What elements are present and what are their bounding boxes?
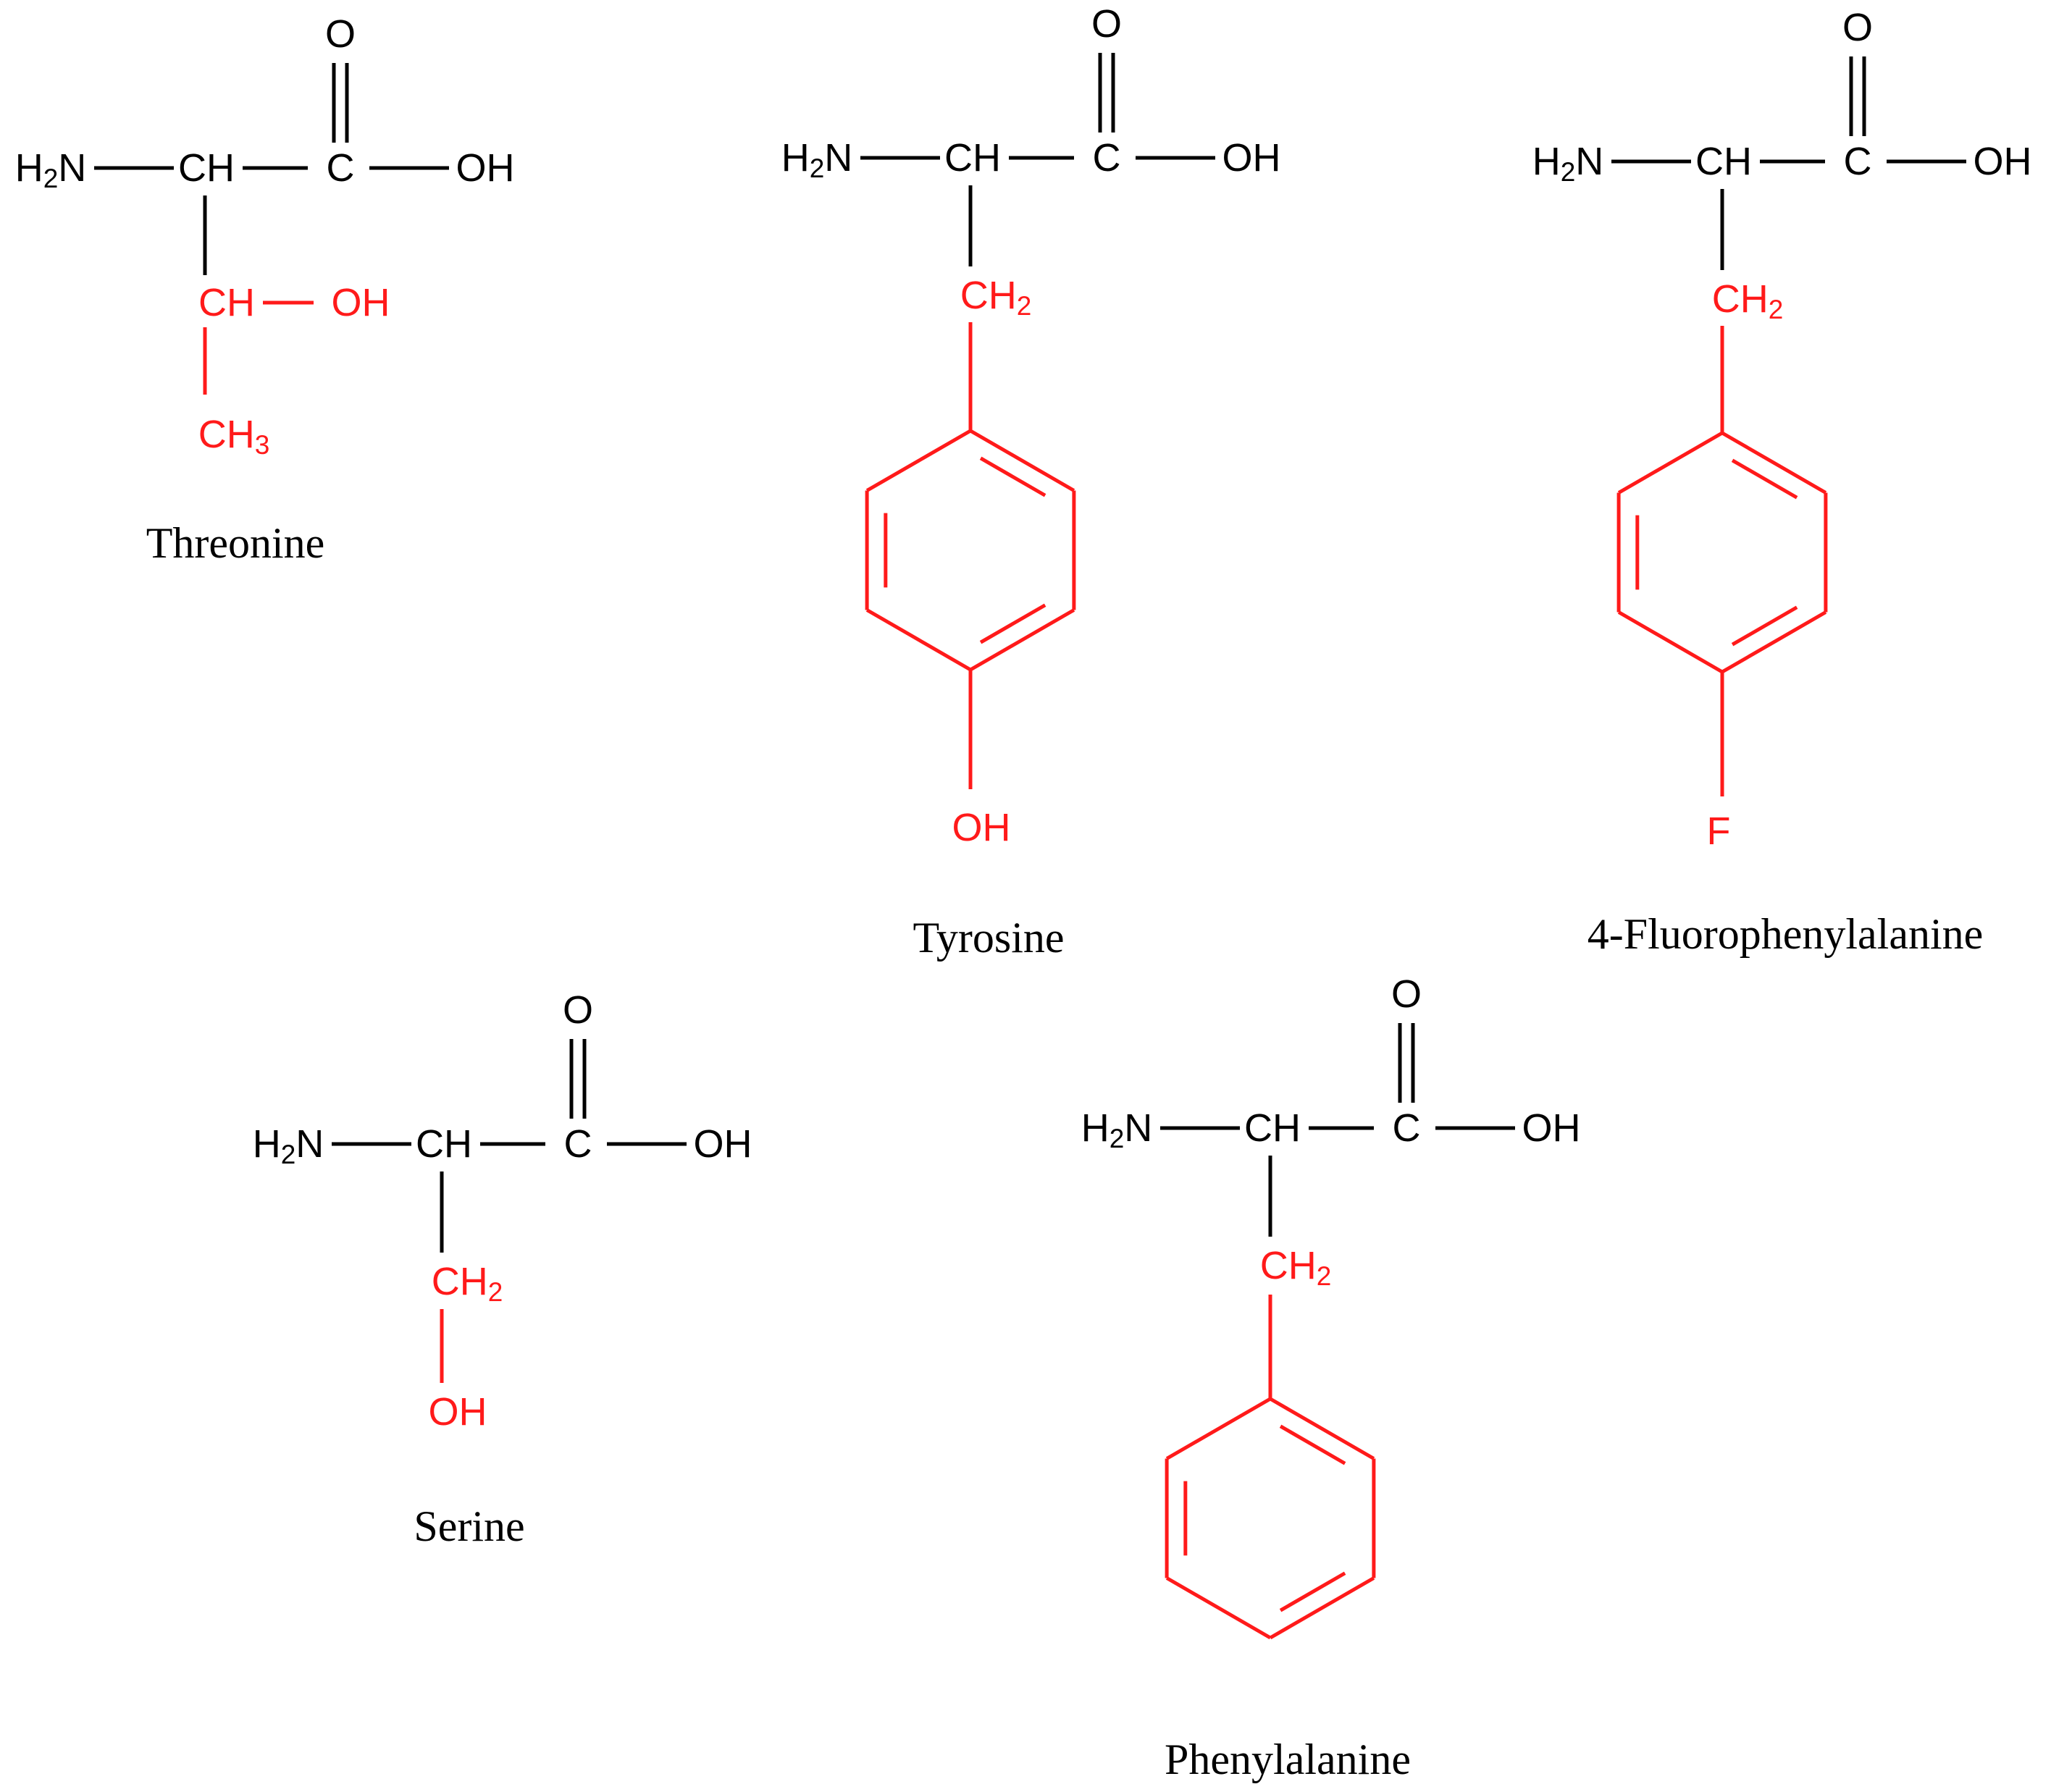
benzene-ring — [1616, 431, 1828, 674]
carbonyl-carbon-label: C — [327, 146, 355, 190]
alpha-carbon-label: CH — [944, 136, 1001, 180]
hydroxyl-label: OH — [1974, 140, 2032, 183]
carbonyl-oxygen-label: O — [1391, 972, 1422, 1016]
carbonyl-oxygen-label: O — [1842, 6, 1873, 49]
methylene-label: CH2 — [960, 274, 1032, 321]
molecule-name-label: Phenylalanine — [1165, 1736, 1411, 1783]
carbonyl-carbon-label: C — [1844, 140, 1872, 183]
carbonyl-carbon-label: C — [1393, 1106, 1421, 1150]
carbonyl-carbon-label: C — [1093, 136, 1121, 180]
ring-bond — [865, 429, 972, 492]
ring-bond — [1165, 1576, 1272, 1640]
ring-double-bond — [979, 456, 1047, 497]
carbonyl-oxygen-label: O — [1091, 2, 1122, 46]
backbone: H2N CH C O OH — [1081, 972, 1581, 1153]
ring-double-bond — [1731, 458, 1798, 500]
amine-group-label: H2N — [781, 136, 853, 183]
ring-double-bond — [1731, 605, 1798, 647]
beta-carbon-label: CH — [198, 281, 255, 324]
alpha-carbon-label: CH — [178, 146, 235, 190]
hydroxyl-label: OH — [694, 1122, 752, 1166]
backbone: H2N CH C O OH — [15, 12, 515, 193]
ring-bond — [969, 429, 1075, 492]
methylene-label: CH2 — [432, 1260, 503, 1307]
benzene-ring — [1165, 1397, 1376, 1640]
molecule-name-label: Tyrosine — [913, 914, 1064, 962]
methylene-label: CH2 — [1260, 1244, 1332, 1291]
side-chain-hydroxyl-label: OH — [429, 1390, 487, 1434]
ring-bond — [1721, 431, 1827, 495]
hydroxyl-label: OH — [1222, 136, 1281, 180]
ring-bond — [1721, 610, 1827, 674]
backbone: H2N CH C O OH — [253, 988, 752, 1169]
amine-group-label: H2N — [1532, 140, 1604, 187]
carbonyl-carbon-label: C — [564, 1122, 592, 1166]
alpha-carbon-label: CH — [416, 1122, 472, 1166]
ring-bond — [969, 608, 1075, 672]
molecule-name-label: Serine — [414, 1502, 524, 1550]
molecule-name-label: Threonine — [146, 519, 325, 567]
ring-bond — [865, 608, 972, 672]
benzene-ring — [865, 429, 1076, 672]
ring-double-bond — [1279, 1424, 1346, 1465]
carbonyl-oxygen-label: O — [563, 988, 593, 1032]
ring-double-bond — [1279, 1571, 1346, 1612]
methyl-group-label: CH3 — [198, 413, 270, 460]
fluorine-label: F — [1707, 809, 1731, 853]
alpha-carbon-label: CH — [1244, 1106, 1301, 1150]
alpha-carbon-label: CH — [1695, 140, 1752, 183]
ring-bond — [1269, 1397, 1375, 1460]
amine-group-label: H2N — [15, 146, 87, 193]
molecule-name-label: 4-Fluorophenylalanine — [1587, 910, 1984, 958]
side-chain-hydroxyl-label: OH — [332, 281, 390, 324]
carbonyl-oxygen-label: O — [325, 12, 356, 56]
phenol-hydroxyl-label: OH — [952, 806, 1011, 849]
methylene-label: CH2 — [1712, 277, 1784, 324]
backbone: H2N CH C O OH — [781, 2, 1281, 183]
ring-bond — [1165, 1397, 1272, 1460]
backbone: H2N CH C O OH — [1532, 6, 2032, 187]
ring-bond — [1269, 1576, 1375, 1640]
ring-bond — [1617, 610, 1724, 674]
ring-bond — [1617, 431, 1724, 495]
amine-group-label: H2N — [253, 1122, 324, 1169]
ring-double-bond — [979, 603, 1047, 644]
amine-group-label: H2N — [1081, 1106, 1153, 1153]
hydroxyl-label: OH — [456, 146, 515, 190]
hydroxyl-label: OH — [1522, 1106, 1581, 1150]
